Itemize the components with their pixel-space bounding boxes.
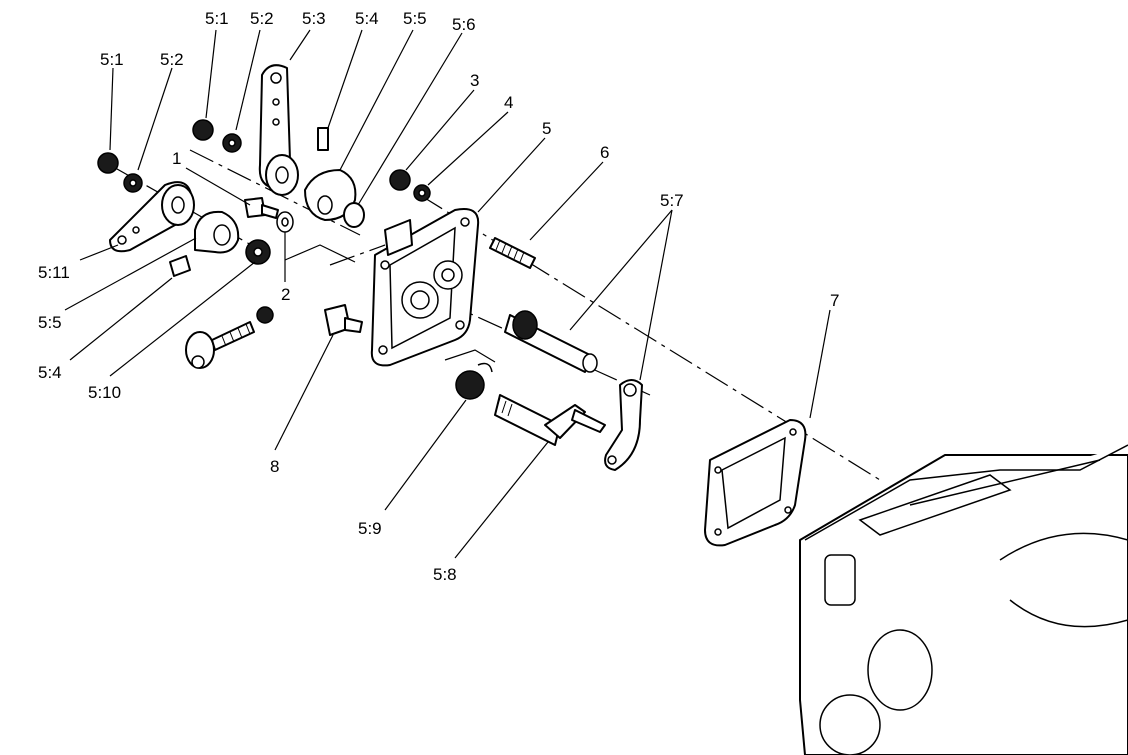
label-5-1-left: 5:1 bbox=[100, 50, 124, 69]
label-2: 2 bbox=[281, 285, 290, 304]
washer-5-2-left bbox=[123, 173, 143, 193]
pin-5-4-left bbox=[169, 255, 191, 277]
label-5-4-left: 5:4 bbox=[38, 363, 62, 382]
label-5-5-top: 5:5 bbox=[403, 9, 427, 28]
shaft-5-8 bbox=[494, 394, 606, 446]
label-5-9: 5:9 bbox=[358, 519, 382, 538]
label-3: 3 bbox=[470, 71, 479, 90]
label-5-6: 5:6 bbox=[452, 15, 476, 34]
gear-5-9 bbox=[455, 362, 493, 400]
label-7: 7 bbox=[830, 291, 839, 310]
lever-5-5-top bbox=[304, 169, 357, 221]
gasket-7 bbox=[704, 419, 807, 547]
nut-3 bbox=[389, 169, 411, 191]
shaft-5-7 bbox=[504, 310, 598, 373]
lever-5-3 bbox=[258, 64, 299, 196]
label-5-2-top: 5:2 bbox=[250, 9, 274, 28]
callout-labels: 5:1 5:2 5:1 5:2 5:3 5:4 5:5 5:6 3 4 5 6 … bbox=[38, 9, 839, 584]
bolt-1 bbox=[244, 197, 279, 219]
bearing-5-10 bbox=[245, 239, 271, 265]
label-5-3: 5:3 bbox=[302, 9, 326, 28]
label-5-10: 5:10 bbox=[88, 383, 121, 402]
nut-5-1-left bbox=[97, 152, 119, 174]
label-5-7: 5:7 bbox=[660, 191, 684, 210]
bolt-8 bbox=[324, 304, 363, 336]
washer-5-2-top bbox=[222, 133, 242, 153]
pin-5-4-top bbox=[317, 127, 329, 151]
cover-plate-5 bbox=[370, 208, 480, 367]
label-5-8: 5:8 bbox=[433, 565, 457, 584]
label-5-4-top: 5:4 bbox=[355, 9, 379, 28]
leader-lines bbox=[64, 29, 831, 559]
lever-5-5-left bbox=[194, 210, 240, 254]
stud-6 bbox=[489, 237, 536, 269]
label-5: 5 bbox=[542, 119, 551, 138]
label-6: 6 bbox=[600, 143, 609, 162]
label-5-1-top: 5:1 bbox=[205, 9, 229, 28]
nut-5-1-top bbox=[192, 119, 214, 141]
engine-block bbox=[799, 444, 1128, 755]
washer-2 bbox=[276, 211, 294, 233]
label-8: 8 bbox=[270, 457, 279, 476]
oring-5-6 bbox=[343, 202, 365, 228]
label-1: 1 bbox=[172, 149, 181, 168]
assembly-axes bbox=[109, 149, 881, 481]
label-4: 4 bbox=[504, 93, 513, 112]
label-5-5-left: 5:5 bbox=[38, 313, 62, 332]
lever-5-7 bbox=[604, 379, 643, 471]
lever-5-11 bbox=[109, 181, 195, 253]
screw-5-10 bbox=[185, 306, 274, 369]
washer-4 bbox=[413, 184, 431, 202]
label-5-11: 5:11 bbox=[38, 263, 70, 282]
label-5-2-left: 5:2 bbox=[160, 50, 184, 69]
